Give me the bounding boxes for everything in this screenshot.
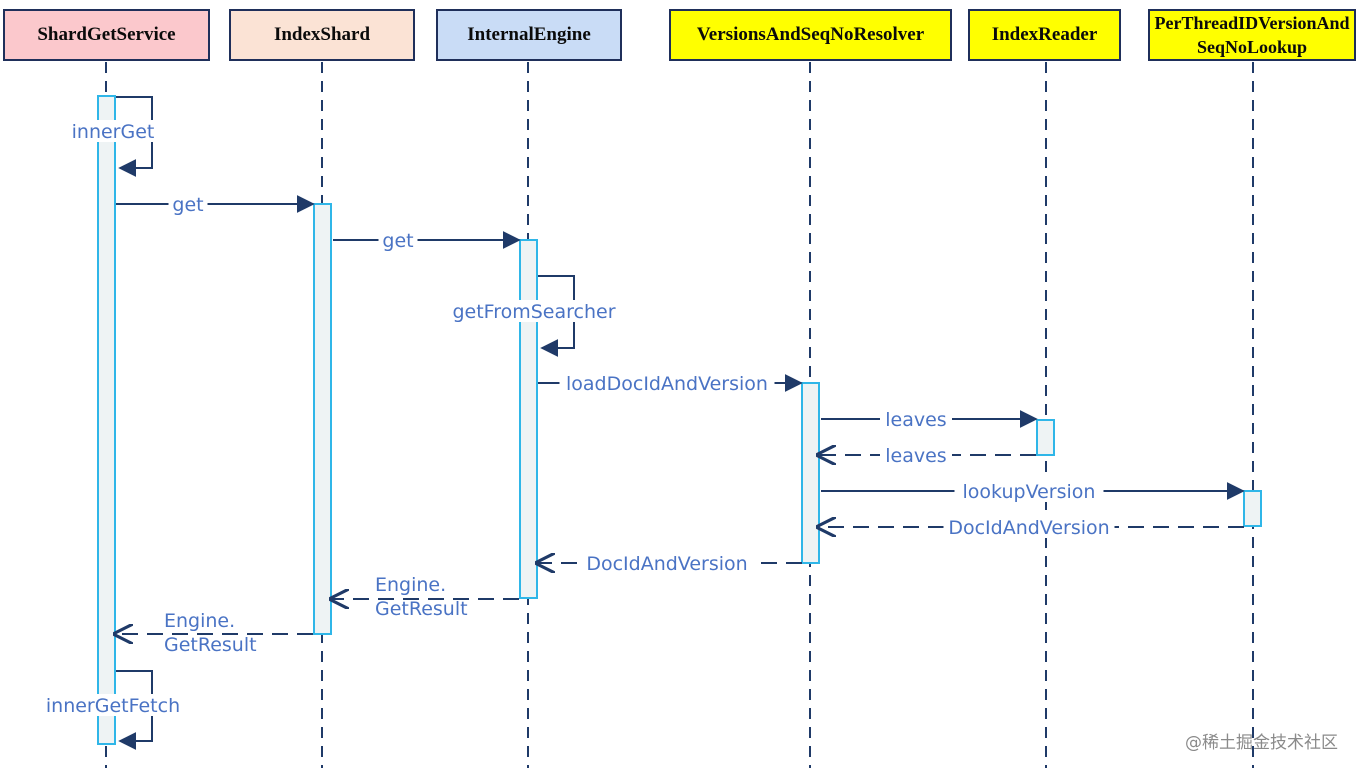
message-label: DocIdAndVersion	[586, 553, 747, 575]
message-label-bg	[880, 408, 952, 430]
activation-bar	[1243, 490, 1262, 527]
message-label-bg	[378, 229, 418, 251]
message-label: innerGet	[72, 121, 155, 143]
participant-per-thread-lookup: PerThreadIDVersionAndSeqNoLookup	[1148, 9, 1356, 61]
message-label-bg	[168, 193, 208, 215]
message-label-bg	[38, 694, 188, 716]
participant-label: ShardGetService	[37, 24, 176, 45]
message-label-bg	[880, 444, 952, 466]
message-label: leaves	[885, 409, 946, 431]
message-label: DocIdAndVersion	[948, 517, 1109, 539]
message-label: loadDocIdAndVersion	[566, 373, 768, 395]
message-label: leaves	[885, 445, 946, 467]
activation-bar	[313, 203, 332, 635]
message-label-bg	[559, 372, 775, 394]
message-label: get	[382, 230, 413, 252]
message-label: innerGetFetch	[46, 695, 180, 717]
message-label-bg	[448, 300, 620, 322]
activation-bar	[1036, 419, 1055, 456]
participant-label: IndexReader	[991, 24, 1098, 45]
activation-bar	[519, 239, 538, 599]
message-label: getFromSearcher	[452, 301, 615, 323]
message-label: lookupVersion	[963, 481, 1096, 503]
participant-index-reader: IndexReader	[968, 9, 1121, 61]
message-label: Engine.GetResult	[164, 610, 257, 656]
message-label: get	[172, 194, 203, 216]
participant-index-shard: IndexShard	[229, 9, 415, 61]
participant-label: VersionsAndSeqNoResolver	[696, 24, 925, 45]
participant-label: IndexShard	[273, 24, 371, 45]
participant-label: PerThreadIDVersionAndSeqNoLookup	[1154, 13, 1350, 57]
participant-internal-engine: InternalEngine	[436, 9, 622, 61]
message-label-bg	[581, 552, 753, 574]
activation-bar	[801, 382, 820, 564]
message-label-bg	[66, 120, 160, 142]
activation-bar	[97, 95, 116, 745]
message-label: Engine.GetResult	[375, 574, 468, 620]
message-label-bg	[943, 516, 1115, 538]
message-label-bg	[954, 480, 1104, 502]
watermark: @稀土掘金技术社区	[1185, 733, 1338, 753]
participant-shard-get-service: ShardGetService	[3, 9, 210, 61]
participant-versions-resolver: VersionsAndSeqNoResolver	[669, 9, 952, 61]
participant-label: InternalEngine	[467, 24, 591, 45]
